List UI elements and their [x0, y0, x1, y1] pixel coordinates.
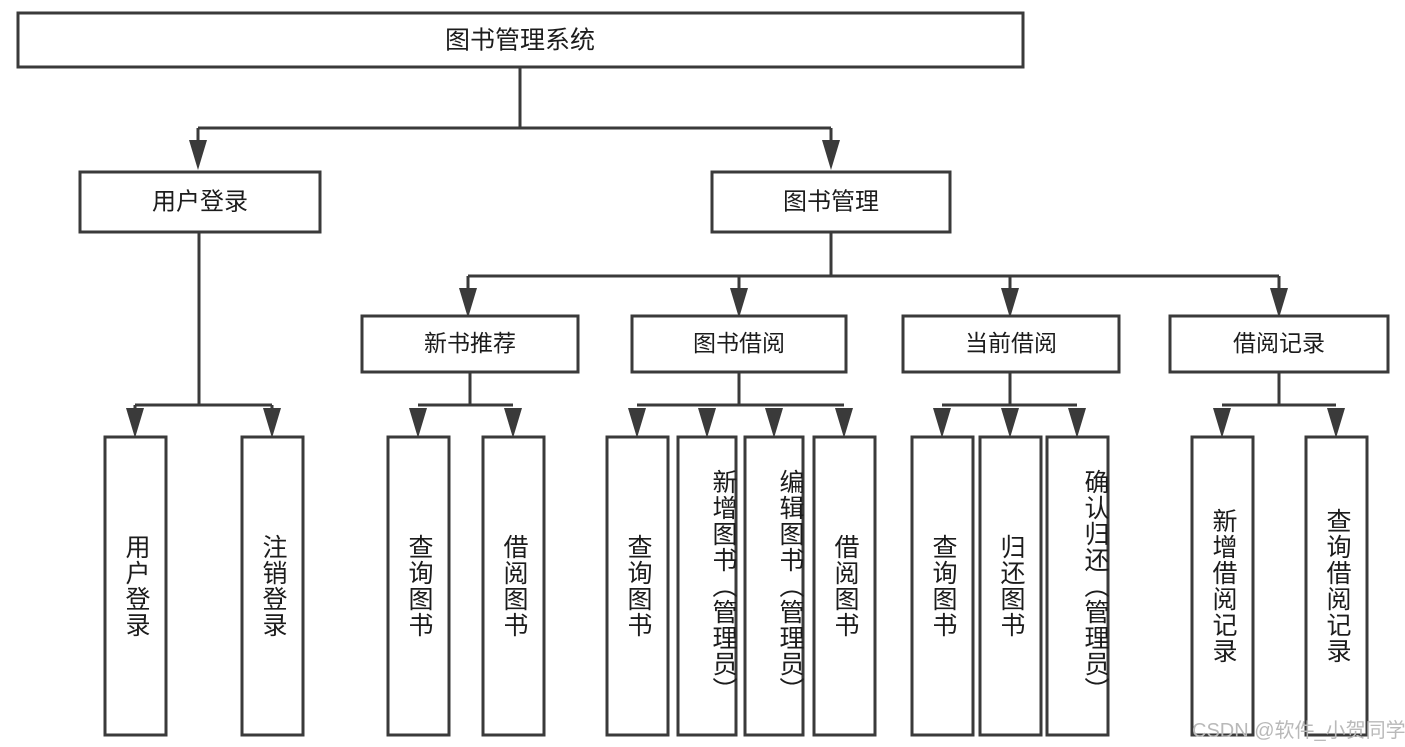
arrow-icon [835, 408, 853, 438]
leaf-box[interactable] [386, 435, 451, 737]
arrow-icon [1001, 408, 1019, 438]
connector-root-to-level2 [189, 67, 840, 170]
leaf-box[interactable] [1190, 435, 1255, 737]
arrow-icon [263, 408, 281, 438]
leaf-boxes [103, 435, 1369, 737]
arrow-icon [189, 140, 207, 170]
node-user-login-label: 用户登录 [152, 188, 248, 215]
node-user-login[interactable]: 用户登录 [78, 170, 322, 234]
node-root-label: 图书管理系统 [445, 27, 595, 55]
arrow-icon [459, 288, 477, 318]
arrow-icon [126, 408, 144, 438]
connector-newbook-to-leaves [409, 372, 522, 438]
arrow-icon [628, 408, 646, 438]
leaf-box[interactable] [743, 435, 805, 737]
node-borrow-records-label: 借阅记录 [1233, 330, 1325, 356]
leaf-box[interactable] [910, 435, 975, 737]
connector-records-to-leaves [1213, 372, 1345, 438]
leaf-box[interactable] [676, 435, 738, 737]
connector-bookmgmt-to-level3 [459, 232, 1288, 318]
leaf-box[interactable] [103, 435, 168, 737]
node-current-borrow-label: 当前借阅 [965, 330, 1057, 356]
node-borrow-records[interactable]: 借阅记录 [1168, 314, 1390, 374]
arrow-icon [698, 408, 716, 438]
arrow-icon [933, 408, 951, 438]
leaf-box[interactable] [1304, 435, 1369, 737]
node-new-book-recommend-label: 新书推荐 [424, 330, 516, 356]
arrow-icon [1270, 288, 1288, 318]
node-root[interactable]: 图书管理系统 [16, 11, 1025, 69]
arrow-icon [765, 408, 783, 438]
arrow-icon [730, 288, 748, 318]
leaf-box[interactable] [1045, 435, 1110, 737]
arrow-icon [1068, 408, 1086, 438]
leaf-box[interactable] [978, 435, 1043, 737]
arrow-icon [504, 408, 522, 438]
arrow-icon [1213, 408, 1231, 438]
watermark: CSDN @软件_小贺同学 [1192, 720, 1405, 742]
leaf-box[interactable] [240, 435, 305, 737]
arrow-icon [409, 408, 427, 438]
connector-borrow-to-leaves [628, 372, 853, 438]
node-new-book-recommend[interactable]: 新书推荐 [360, 314, 580, 374]
node-book-management-label: 图书管理 [783, 188, 879, 215]
arrow-icon [822, 140, 840, 170]
arrow-icon [1327, 408, 1345, 438]
node-current-borrow[interactable]: 当前借阅 [901, 314, 1121, 374]
leaf-box[interactable] [605, 435, 670, 737]
arrow-icon [1001, 288, 1019, 318]
connector-current-to-leaves [933, 372, 1086, 438]
node-book-borrow-label: 图书借阅 [693, 330, 785, 356]
leaf-box[interactable] [812, 435, 877, 737]
node-book-management[interactable]: 图书管理 [710, 170, 952, 234]
connector-userlogin-to-leaves [126, 232, 281, 438]
node-book-borrow[interactable]: 图书借阅 [630, 314, 848, 374]
leaf-box[interactable] [481, 435, 546, 737]
